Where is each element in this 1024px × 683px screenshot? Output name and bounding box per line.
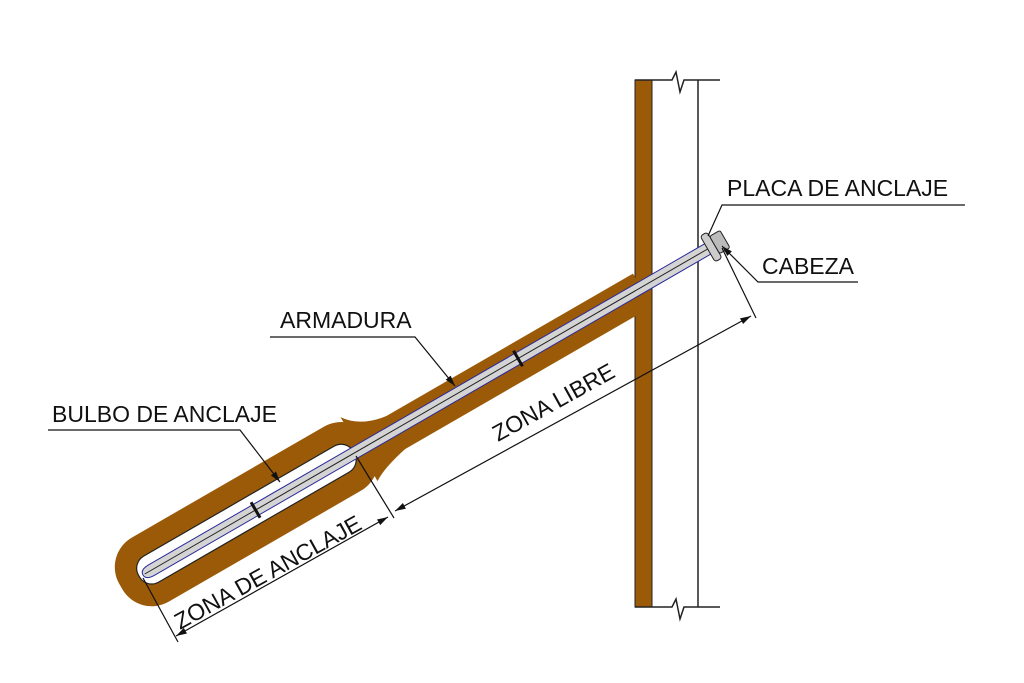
leader-bulbo [48, 429, 281, 483]
break-line-top [635, 69, 720, 95]
leader-cabeza [721, 245, 858, 283]
label-armadura: ARMADURA [280, 307, 412, 333]
break-line-bottom [635, 596, 720, 622]
label-placa-de-anclaje: PLACA DE ANCLAJE [727, 175, 948, 201]
retaining-wall [634, 69, 720, 622]
leader-armadura [270, 336, 456, 387]
dimension-zona-anclaje [175, 516, 389, 637]
leader-placa [707, 204, 965, 237]
coupler [249, 501, 262, 519]
label-bulbo-de-anclaje: BULBO DE ANCLAJE [52, 401, 277, 427]
dimension-zona-libre [394, 315, 752, 512]
label-cabeza: CABEZA [762, 253, 855, 279]
